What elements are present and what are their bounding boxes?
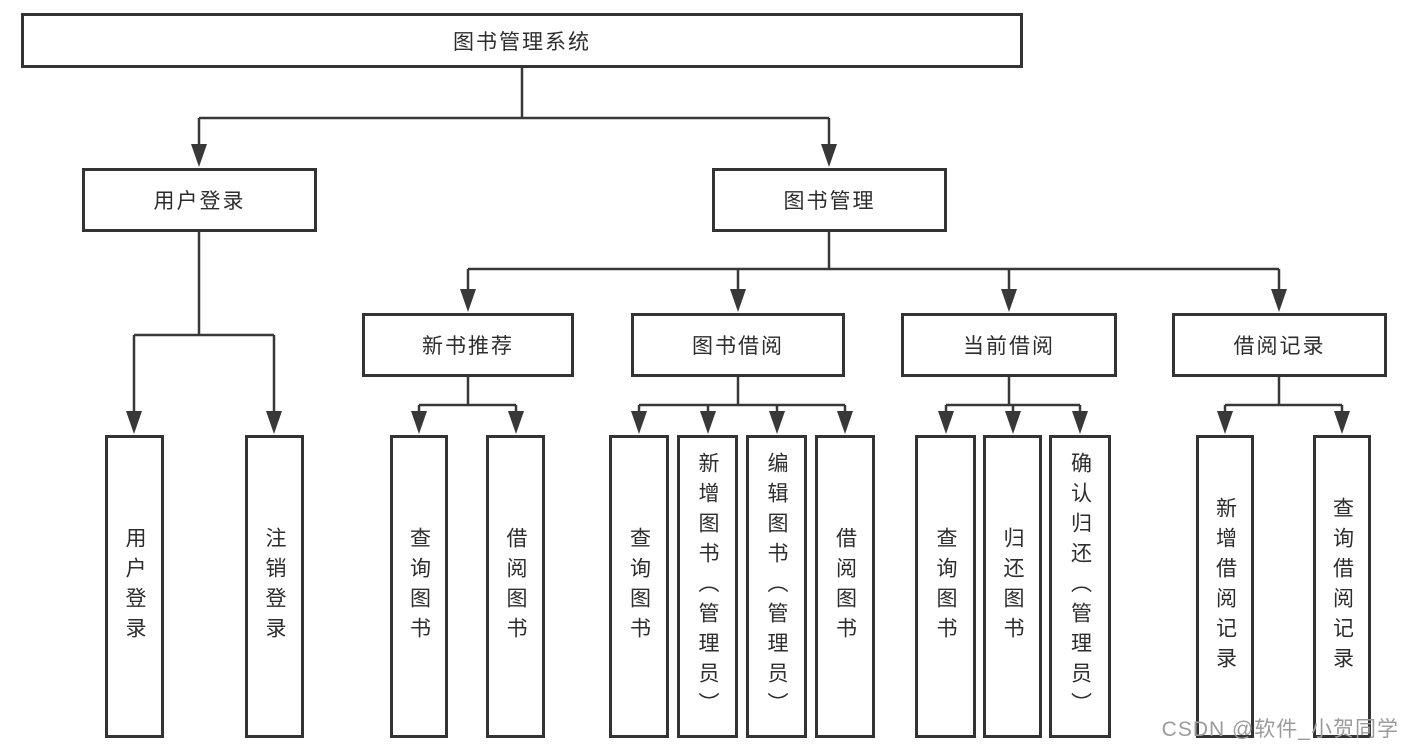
connector-user-login-branch (126, 232, 282, 434)
node-book-management-label: 图书管理 (783, 190, 876, 213)
connector-book-borrow-section (631, 377, 853, 434)
node-user-login: 用户登录 (82, 168, 317, 232)
connector-borrow-record-section (1217, 377, 1350, 434)
leaf-query-book-3-label: 查询图书 (934, 526, 957, 647)
leaf-query-borrow-record-label: 查询借阅记录 (1330, 496, 1354, 677)
node-current-borrow-label: 当前借阅 (963, 335, 1055, 358)
leaf-query-book-2-label: 查询图书 (627, 526, 651, 647)
leaf-edit-book-admin: 编辑图书（管理员） (746, 435, 807, 738)
node-root-label: 图书管理系统 (453, 30, 591, 54)
leaf-query-book-3: 查询图书 (915, 435, 976, 738)
node-book-borrow: 图书借阅 (631, 313, 845, 377)
leaf-borrow-book-1: 借阅图书 (486, 435, 545, 738)
leaf-query-book-2: 查询图书 (609, 435, 669, 738)
leaf-borrow-book-2: 借阅图书 (815, 435, 875, 738)
leaf-user-login-label: 用户登录 (123, 526, 146, 647)
node-new-book-recommend: 新书推荐 (362, 313, 574, 377)
node-borrow-record: 借阅记录 (1172, 313, 1387, 377)
node-book-borrow-label: 图书借阅 (692, 335, 784, 358)
node-root: 图书管理系统 (21, 13, 1023, 68)
leaf-logout-label: 注销登录 (263, 526, 286, 647)
leaf-edit-book-admin-label: 编辑图书（管理员） (765, 451, 788, 722)
node-user-login-label: 用户登录 (153, 190, 246, 213)
node-borrow-record-label: 借阅记录 (1233, 335, 1326, 358)
leaf-confirm-return-admin-label: 确认归还（管理员） (1068, 451, 1092, 722)
connector-book-management-to-level3 (460, 232, 1287, 312)
leaf-user-login: 用户登录 (105, 435, 164, 738)
leaf-borrow-book-1-label: 借阅图书 (504, 526, 527, 647)
leaf-return-book: 归还图书 (983, 435, 1042, 738)
node-book-management: 图书管理 (712, 168, 947, 232)
leaf-add-borrow-record-label: 新增借阅记录 (1213, 496, 1237, 677)
leaf-query-book-1: 查询图书 (390, 435, 448, 738)
leaf-query-book-1-label: 查询图书 (407, 526, 431, 647)
connector-root-to-level2 (191, 68, 837, 167)
leaf-borrow-book-2-label: 借阅图书 (833, 526, 857, 647)
leaf-add-borrow-record: 新增借阅记录 (1196, 435, 1254, 738)
connector-new-book-section (411, 377, 524, 434)
connector-current-borrow-section (938, 377, 1088, 434)
node-new-book-recommend-label: 新书推荐 (422, 335, 514, 358)
csdn-watermark: CSDN @软件_小贺同学 (1161, 718, 1399, 741)
leaf-return-book-label: 归还图书 (1001, 526, 1024, 647)
leaf-add-book-admin: 新增图书（管理员） (677, 435, 738, 738)
leaf-logout: 注销登录 (245, 435, 304, 738)
leaf-query-borrow-record: 查询借阅记录 (1313, 435, 1371, 738)
leaf-confirm-return-admin: 确认归还（管理员） (1049, 435, 1111, 738)
leaf-add-book-admin-label: 新增图书（管理员） (696, 451, 719, 722)
node-current-borrow: 当前借阅 (901, 313, 1117, 377)
